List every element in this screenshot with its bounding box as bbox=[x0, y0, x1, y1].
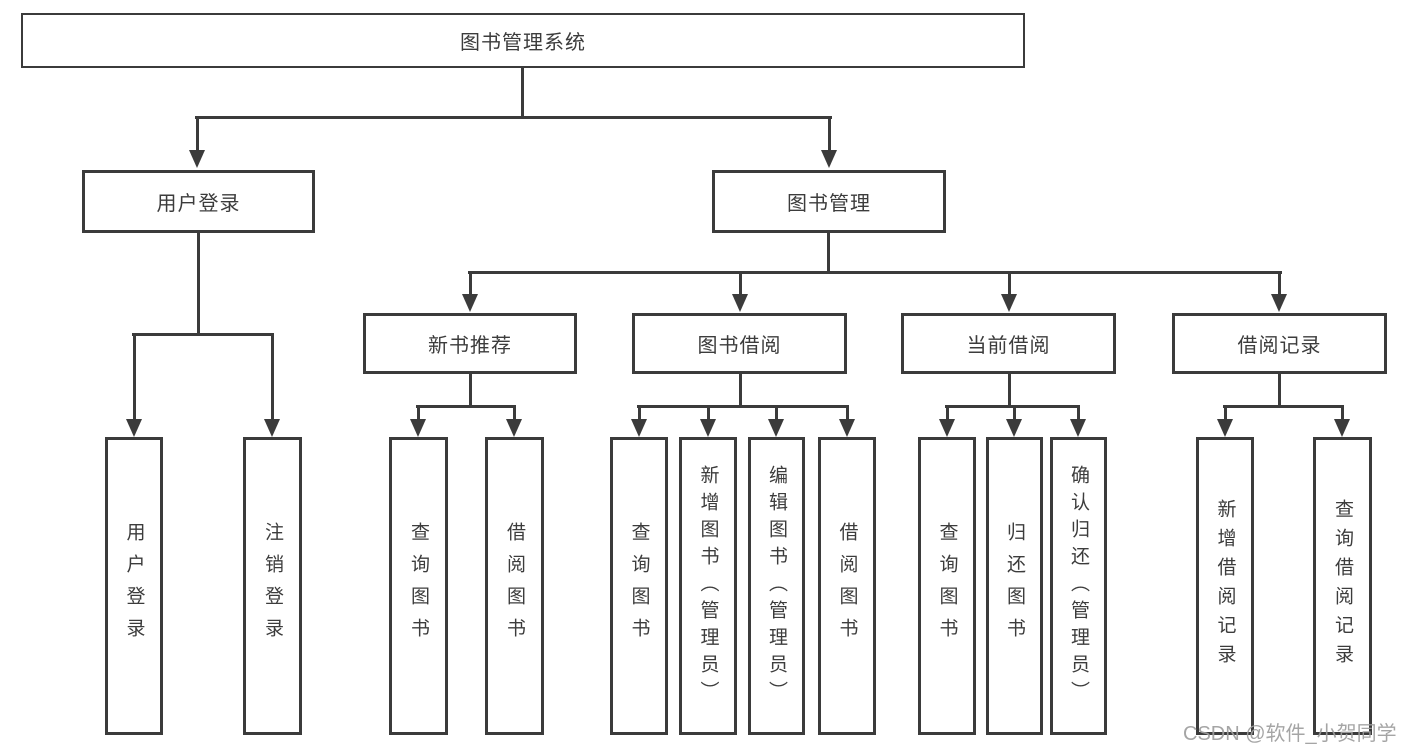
arrowhead bbox=[189, 150, 205, 168]
connector-line bbox=[637, 405, 848, 408]
connector-line bbox=[775, 405, 778, 421]
arrowhead bbox=[1217, 419, 1233, 437]
arrowhead bbox=[631, 419, 647, 437]
leaf-label: 确认归还（管理员） bbox=[1068, 464, 1089, 708]
node-borrow-record: 借阅记录 bbox=[1172, 313, 1387, 374]
leaf-borrow-book: 借阅图书 bbox=[818, 437, 876, 735]
connector-line bbox=[739, 373, 742, 408]
arrowhead bbox=[1001, 294, 1017, 312]
connector-line bbox=[416, 405, 515, 408]
leaf-label: 查询图书 bbox=[408, 522, 429, 650]
node-library-system: 图书管理系统 bbox=[21, 13, 1025, 68]
connector-line bbox=[1278, 373, 1281, 408]
node-user-login: 用户登录 bbox=[82, 170, 315, 233]
leaf-confirm-return-admin: 确认归还（管理员） bbox=[1050, 437, 1107, 735]
connector-line bbox=[1008, 373, 1011, 408]
connector-line bbox=[271, 333, 274, 421]
leaf-label: 查询图书 bbox=[936, 522, 958, 650]
arrowhead bbox=[1334, 419, 1350, 437]
leaf-query-book-recommend: 查询图书 bbox=[389, 437, 448, 735]
leaf-label: 注销登录 bbox=[262, 522, 283, 650]
connector-line bbox=[1008, 271, 1011, 299]
node-label: 当前借阅 bbox=[966, 335, 1051, 357]
connector-line bbox=[1013, 405, 1016, 421]
connector-line bbox=[1341, 405, 1344, 421]
leaf-query-borrow-record: 查询借阅记录 bbox=[1313, 437, 1372, 735]
leaf-label: 查询图书 bbox=[628, 522, 650, 650]
connector-line bbox=[132, 333, 274, 336]
leaf-query-book-current: 查询图书 bbox=[918, 437, 976, 735]
connector-line bbox=[707, 405, 710, 421]
connector-line bbox=[827, 233, 830, 274]
leaf-label: 查询借阅记录 bbox=[1332, 499, 1353, 673]
arrowhead bbox=[821, 150, 837, 168]
arrowhead bbox=[939, 419, 955, 437]
connector-line bbox=[417, 405, 420, 421]
node-new-book-recommend: 新书推荐 bbox=[363, 313, 577, 374]
leaf-label: 编辑图书（管理员） bbox=[766, 464, 787, 708]
connector-line bbox=[195, 116, 832, 119]
node-label: 用户登录 bbox=[156, 193, 241, 215]
leaf-label: 借阅图书 bbox=[836, 522, 858, 650]
arrowhead bbox=[1271, 294, 1287, 312]
leaf-add-book-admin: 新增图书（管理员） bbox=[679, 437, 737, 735]
connector-line bbox=[945, 405, 1079, 408]
arrowhead bbox=[462, 294, 478, 312]
leaf-edit-book-admin: 编辑图书（管理员） bbox=[748, 437, 805, 735]
arrowhead bbox=[410, 419, 426, 437]
arrowhead bbox=[768, 419, 784, 437]
connector-line bbox=[196, 116, 199, 152]
arrowhead bbox=[506, 419, 522, 437]
arrowhead bbox=[732, 294, 748, 312]
leaf-logout: 注销登录 bbox=[243, 437, 302, 735]
connector-line bbox=[1278, 271, 1281, 299]
arrowhead bbox=[700, 419, 716, 437]
connector-line bbox=[469, 271, 472, 299]
node-label: 新书推荐 bbox=[428, 335, 512, 357]
connector-line bbox=[133, 333, 136, 421]
connector-line bbox=[739, 271, 742, 299]
node-label: 图书借阅 bbox=[697, 335, 782, 357]
connector-line bbox=[1077, 405, 1080, 421]
connector-line bbox=[638, 405, 641, 421]
arrowhead bbox=[1070, 419, 1086, 437]
connector-line bbox=[197, 233, 200, 336]
connector-line bbox=[513, 405, 516, 421]
node-book-management: 图书管理 bbox=[712, 170, 946, 233]
leaf-label: 新增图书（管理员） bbox=[697, 464, 719, 708]
node-current-borrow: 当前借阅 bbox=[901, 313, 1116, 374]
leaf-label: 用户登录 bbox=[123, 522, 145, 650]
node-label: 图书管理系统 bbox=[460, 32, 586, 54]
arrowhead bbox=[264, 419, 280, 437]
leaf-return-book: 归还图书 bbox=[986, 437, 1043, 735]
leaf-borrow-book-recommend: 借阅图书 bbox=[485, 437, 544, 735]
connector-line bbox=[468, 271, 1282, 274]
leaf-label: 借阅图书 bbox=[504, 522, 525, 650]
arrowhead bbox=[1006, 419, 1022, 437]
node-label: 借阅记录 bbox=[1237, 335, 1322, 357]
leaf-label: 归还图书 bbox=[1004, 522, 1025, 650]
watermark: CSDN @软件_小贺同学 bbox=[1183, 723, 1397, 745]
connector-line bbox=[1223, 405, 1343, 408]
node-label: 图书管理 bbox=[787, 193, 871, 215]
arrowhead bbox=[126, 419, 142, 437]
node-book-borrow: 图书借阅 bbox=[632, 313, 847, 374]
connector-line bbox=[846, 405, 849, 421]
leaf-query-book-borrow: 查询图书 bbox=[610, 437, 668, 735]
connector-line bbox=[521, 68, 524, 119]
connector-line bbox=[946, 405, 949, 421]
leaf-add-borrow-record: 新增借阅记录 bbox=[1196, 437, 1254, 735]
arrowhead bbox=[839, 419, 855, 437]
connector-line bbox=[469, 373, 472, 408]
connector-line bbox=[828, 116, 831, 152]
leaf-label: 新增借阅记录 bbox=[1214, 499, 1236, 673]
leaf-user-login: 用户登录 bbox=[105, 437, 163, 735]
connector-line bbox=[1224, 405, 1227, 421]
